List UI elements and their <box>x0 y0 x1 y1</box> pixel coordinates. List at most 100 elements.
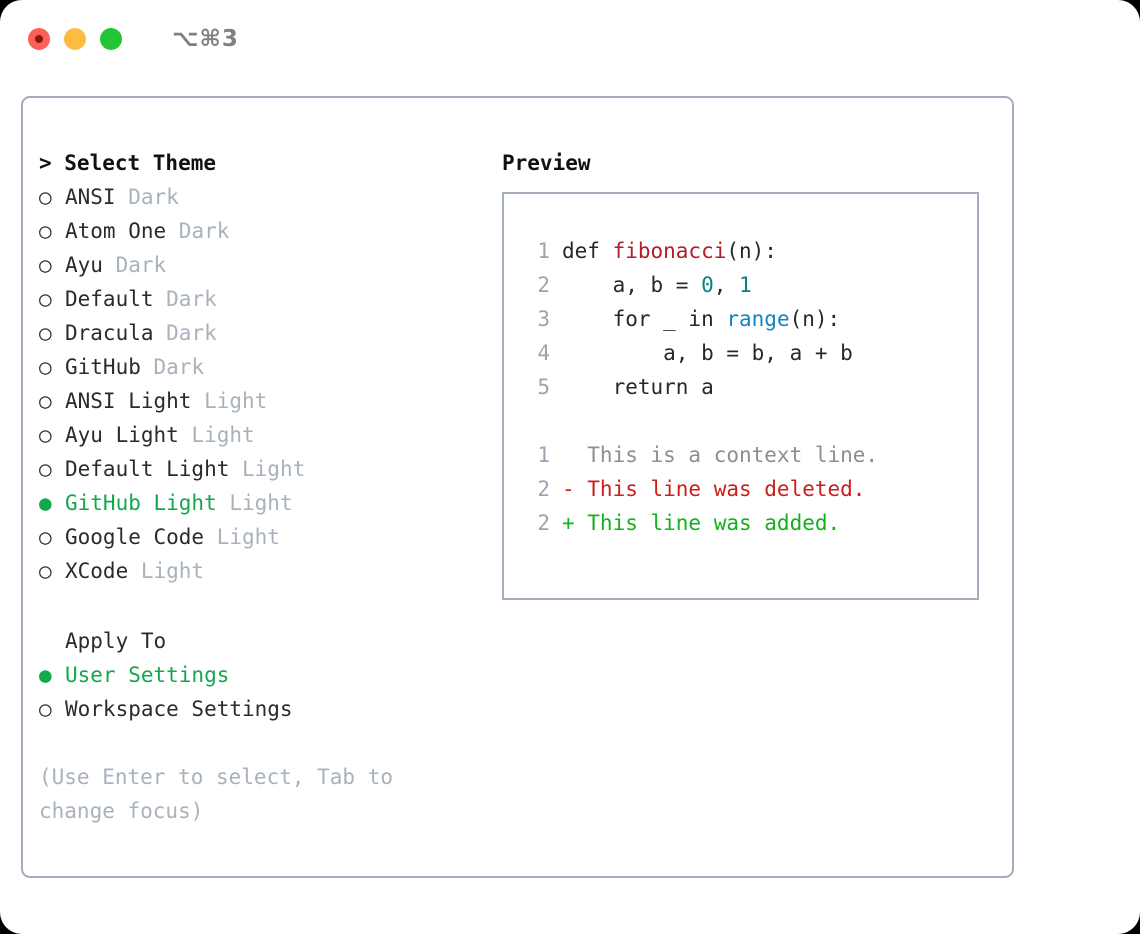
theme-variant-tag: Dark <box>178 219 230 243</box>
diff-line: 2 + This line was added. <box>526 506 977 540</box>
theme-option[interactable]: ○ XCode Light <box>39 554 479 588</box>
theme-option-label: Dracula <box>65 321 167 345</box>
radio-selected-icon: ● <box>39 663 52 687</box>
apply-to-option-label: Workspace Settings <box>65 697 293 721</box>
main-panel: > Select Theme ○ANSI Dark○Atom One Dark○… <box>21 96 1014 878</box>
diff-text: This is a context line. <box>562 443 879 467</box>
diff-line: 1 This is a context line. <box>526 438 977 472</box>
zoom-button[interactable] <box>100 28 122 50</box>
code-token: 1 <box>739 273 752 297</box>
code-token: return a <box>562 375 714 399</box>
theme-option-label: Google Code <box>65 525 217 549</box>
line-number: 5 <box>537 375 550 399</box>
theme-option[interactable]: ○ ANSI Dark <box>39 180 479 214</box>
line-number: 2 <box>537 273 550 297</box>
theme-option[interactable]: ○ Ayu Dark <box>39 248 479 282</box>
theme-variant-tag: Light <box>229 491 293 515</box>
code-line: 5 return a <box>526 370 977 404</box>
code-token: 0 <box>701 273 714 297</box>
apply-to-option[interactable]: ● User Settings <box>39 658 479 692</box>
theme-option-label: Default Light <box>65 457 243 481</box>
radio-unselected-icon: ○ <box>39 355 52 379</box>
radio-unselected-icon: ○ <box>39 253 52 277</box>
theme-option[interactable]: ○ Atom One Dark <box>39 214 479 248</box>
theme-variant-tag: Light <box>242 457 306 481</box>
theme-variant-tag: Dark <box>128 185 179 209</box>
code-line: 3 for _ in range(n): <box>526 302 977 336</box>
radio-unselected-icon: ○ <box>39 219 52 243</box>
theme-option[interactable]: ○ Default Dark <box>39 282 479 316</box>
theme-picker-column: > Select Theme ○ANSI Dark○Atom One Dark○… <box>39 146 479 828</box>
theme-variant-tag: Light <box>140 559 205 583</box>
code-line: 4 a, b = b, a + b <box>526 336 977 370</box>
theme-option-label: Default <box>65 287 167 311</box>
radio-unselected-icon: ○ <box>39 321 52 345</box>
close-button[interactable] <box>28 28 50 50</box>
diff-text: + This line was added. <box>562 511 841 535</box>
code-token: fibonacci <box>612 239 727 263</box>
traffic-lights <box>28 28 122 50</box>
diff-sample: 1 This is a context line. 2 - This line wa… <box>526 438 977 540</box>
code-diff-gap <box>526 404 977 438</box>
theme-option-label: GitHub Light <box>65 491 230 515</box>
theme-variant-tag: Dark <box>153 355 205 379</box>
diff-text: - This line was deleted. <box>562 477 866 501</box>
line-number: 4 <box>537 341 550 365</box>
theme-variant-tag: Light <box>191 423 255 447</box>
theme-variant-tag: Dark <box>115 253 167 277</box>
theme-option-label: Ayu <box>65 253 116 277</box>
minimize-button[interactable] <box>64 28 86 50</box>
apply-to-option-label: User Settings <box>65 663 230 687</box>
title-bar: ⌥⌘3 <box>0 0 1140 78</box>
theme-variant-tag: Light <box>204 389 268 413</box>
theme-variant-tag: Dark <box>166 321 217 345</box>
select-theme-header: > Select Theme <box>39 151 217 175</box>
radio-unselected-icon: ○ <box>39 389 52 413</box>
code-token: (n): <box>789 307 841 331</box>
preview-title: Preview <box>502 151 591 175</box>
theme-option[interactable]: ○ Dracula Dark <box>39 316 479 350</box>
keyboard-shortcut-label: ⌥⌘3 <box>172 26 239 52</box>
radio-unselected-icon: ○ <box>39 423 52 447</box>
theme-option-label: ANSI Light <box>65 389 205 413</box>
radio-unselected-icon: ○ <box>39 457 52 481</box>
list-spacer <box>39 588 479 624</box>
theme-option-label: Atom One <box>65 219 179 243</box>
radio-selected-icon: ● <box>39 491 52 515</box>
code-token: (n): <box>726 239 777 263</box>
keyboard-hint: (Use Enter to select, Tab to change focu… <box>39 765 406 823</box>
apply-to-list[interactable]: ● User Settings ○ Workspace Settings <box>39 658 479 726</box>
theme-option[interactable]: ○ ANSI Light Light <box>39 384 479 418</box>
line-number: 1 <box>537 443 550 467</box>
theme-option[interactable]: ○ Default Light Light <box>39 452 479 486</box>
theme-option-label: XCode <box>65 559 141 583</box>
theme-option-label: ANSI <box>65 185 129 209</box>
theme-option[interactable]: ○ Google Code Light <box>39 520 479 554</box>
diff-line: 2 - This line was deleted. <box>526 472 977 506</box>
line-number: 2 <box>537 511 550 535</box>
theme-option-label: Ayu Light <box>65 423 192 447</box>
apply-to-option[interactable]: ○ Workspace Settings <box>39 692 479 726</box>
code-token: def <box>562 239 613 263</box>
radio-unselected-icon: ○ <box>39 287 52 311</box>
radio-unselected-icon: ○ <box>39 697 52 721</box>
apply-to-header: Apply To <box>65 629 167 653</box>
theme-option[interactable]: ● GitHub Light Light <box>39 486 479 520</box>
code-token: a, b = b, a + b <box>562 341 853 365</box>
theme-list[interactable]: ○ ANSI Dark ○ Atom One Dark ○ Ayu Dark ○ Defaul… <box>39 180 479 588</box>
radio-unselected-icon: ○ <box>39 185 52 209</box>
line-number: 2 <box>537 477 550 501</box>
theme-variant-tag: Light <box>216 525 280 549</box>
radio-unselected-icon: ○ <box>39 559 52 583</box>
radio-unselected-icon: ○ <box>39 525 52 549</box>
code-token: for _ in <box>562 307 727 331</box>
theme-variant-tag: Dark <box>166 287 217 311</box>
theme-option[interactable]: ○ GitHub Dark <box>39 350 479 384</box>
theme-option-label: GitHub <box>65 355 154 379</box>
theme-option[interactable]: ○ Ayu Light Light <box>39 418 479 452</box>
line-number: 3 <box>537 307 550 331</box>
